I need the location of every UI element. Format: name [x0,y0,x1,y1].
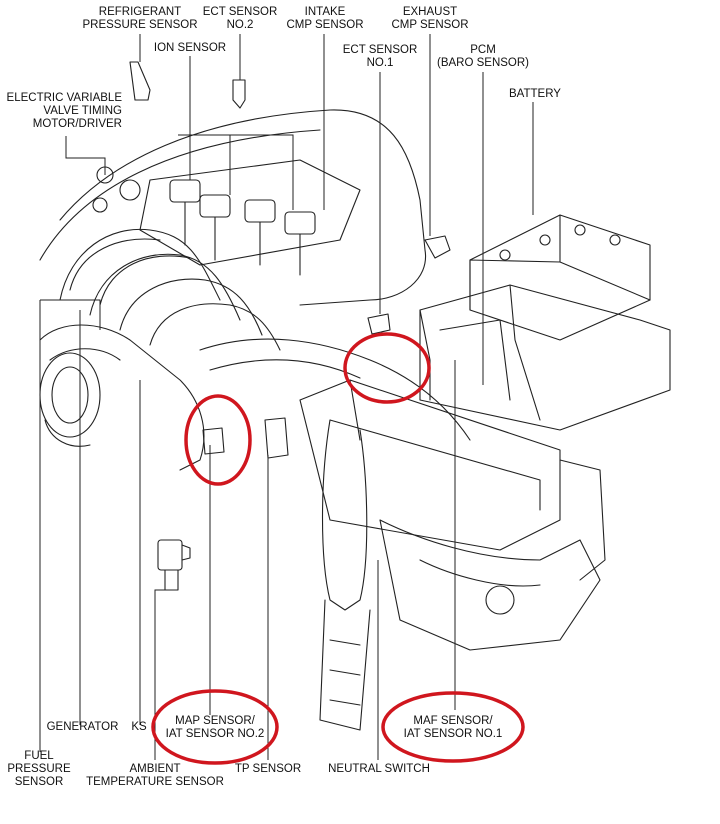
label-evvt-motor-driver: ELECTRIC VARIABLE VALVE TIMING MOTOR/DRI… [6,92,122,130]
label-ambient-temperature-sensor: AMBIENT TEMPERATURE SENSOR [86,763,224,788]
highlight-maf-label [381,691,525,763]
label-pcm: PCM (BARO SENSOR) [436,44,529,69]
label-fuel-pressure-sensor: FUEL PRESSURE SENSOR [7,750,71,788]
leader-lines [39,34,534,760]
highlight-rings [151,332,525,765]
engine-drawing [39,61,671,731]
label-ion-sensor: ION SENSOR [153,42,227,54]
label-neutral-switch: NEUTRAL SWITCH [328,763,430,775]
label-maf-sensor: MAF SENSOR/ IAT SENSOR NO.1 [403,715,503,740]
label-exhaust-cmp-sensor: EXHAUST CMP SENSOR [391,6,469,31]
label-intake-cmp-sensor: INTAKE CMP SENSOR [286,6,364,31]
label-ect-sensor-no1: ECT SENSOR NO.1 [342,44,418,69]
label-ks: KS [131,721,147,733]
highlight-map-area [184,394,252,486]
label-generator: GENERATOR [46,721,119,733]
label-tp-sensor: TP SENSOR [234,763,302,775]
label-battery: BATTERY [509,88,561,100]
label-map-sensor: MAP SENSOR/ IAT SENSOR NO.2 [165,715,265,740]
highlight-maf-area [343,332,431,404]
highlight-map-label [151,689,279,765]
label-refrigerant-pressure-sensor: REFRIGERANT PRESSURE SENSOR [82,6,198,31]
label-ect-sensor-no2: ECT SENSOR NO.2 [202,6,278,31]
